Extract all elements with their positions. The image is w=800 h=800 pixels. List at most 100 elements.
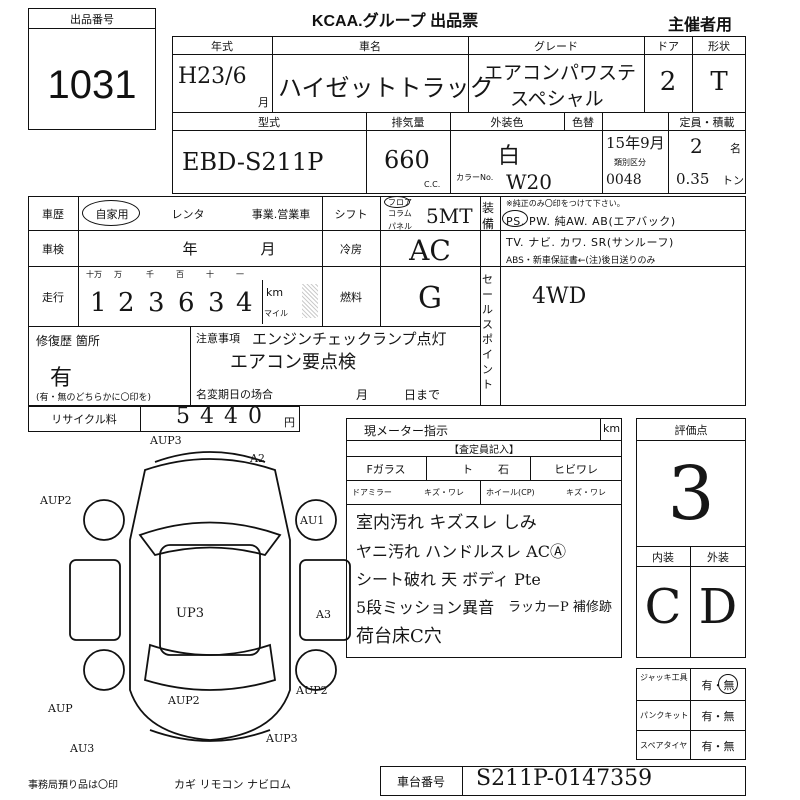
history-grid [28,196,746,406]
color-value: 白 [498,144,521,169]
capacity-value: 2 [690,134,703,158]
shift-opt-panel[interactable]: パネル [388,222,412,231]
inspector-note: ヤニ汚れ ハンドルスレ ACⒶ [356,542,566,561]
ac-value: AC [409,233,451,267]
year-label: 年式 [211,39,233,53]
capacity-unit: 名 [730,142,741,155]
digit-label-100: 百 [176,270,184,279]
wheel-rear-left [83,649,125,691]
model-label: 型式 [258,115,280,129]
car-windshield [138,521,282,557]
notice-label: 注意事項 [196,332,240,345]
lot-number: 1031 [47,62,137,107]
mirror-opts: キズ・ワレ [424,488,464,497]
spare-label: スペアタイヤ [640,741,688,750]
mileage-digit: 4 [236,288,253,318]
equipment-line3: ABS・新車保証書←(注)後日送りのみ [506,256,656,266]
inspector-section-label: 【査定員記入】 [449,445,519,456]
recycle-unit: 円 [284,416,295,429]
mileage-digit: 6 [178,288,195,318]
mileage-digit-labels: 十万 万 千 百 十 一 [82,269,262,281]
car-rear-window [144,643,276,691]
inspector-note: 5段ミッション異音 [356,598,495,617]
grade-label: グレード [534,39,578,53]
wheel-label: ホイール(CP) [486,488,535,497]
digit-label-10k: 万 [114,270,122,279]
disp-label: 排気量 [391,115,425,129]
repair-label: 修復歴 箇所 [36,334,100,348]
meter-label: 現メーター指示 [364,424,449,438]
shift-value: 5MT [426,204,473,228]
diagram-mark: AUP2 [296,684,328,697]
inspection-label: 車検 [42,242,64,256]
recycle-value: 5440 [176,404,272,429]
doors-value: 2 [659,67,677,97]
inspector-note: 室内汚れ キズスレ しみ [356,513,537,533]
spare-opts[interactable]: 有・無 [701,739,735,753]
puncture-label: パンクキット [640,711,689,720]
rear-bumper [149,729,271,742]
wheel-front-right [295,499,337,541]
equipment-line1: PS. PW. 純AW. AB(エアバック) [506,215,676,228]
car-roof [159,544,261,656]
wheel-opts: キズ・ワレ [566,488,606,497]
deadline-month: 月 [356,388,369,402]
load-value: 0.35 [676,170,710,188]
color-label: 外装色 [490,115,524,129]
inspector-note: 荷台床C穴 [356,626,442,647]
shape-value: T [710,67,728,97]
score-value: 3 [667,451,715,537]
history-opt-business[interactable]: 事業.営業車 [251,207,311,221]
tools-box [636,668,746,760]
digit-label-100k: 十万 [86,270,102,279]
history-opt-rental[interactable]: レンタ [171,207,205,221]
score-box [636,418,746,658]
mileage-digit: 2 [118,288,135,318]
jack-label: ジャッキ工具 [640,673,688,682]
repair-value: 有 [50,366,73,391]
year-value: H23/6 [178,64,247,89]
car-label: 車名 [359,39,381,53]
unit-box [302,284,318,318]
digit-label-1k: 千 [146,270,154,279]
wheel-rear-right [295,649,337,691]
equipment-label: 装備 [482,201,495,231]
inspection-year: 年 [182,240,198,258]
interior-value: C [644,579,682,635]
vehicle-grid [172,36,746,194]
puncture-opts[interactable]: 有・無 [701,709,735,723]
office-label: 事務局預り品は〇印 [28,780,118,791]
diagram-mark: AU3 [70,742,95,755]
deadline-day: 日まで [404,388,441,402]
mileage-digit: 3 [148,288,165,318]
color-no-label: カラーNo. [456,173,494,182]
diagram-mark: AU1 [300,514,325,527]
grade-line2: スペシャル [510,88,604,110]
unit-mile: マイル [264,309,288,318]
doors-label: ドア [657,39,679,53]
diagram-mark: AUP3 [266,732,298,745]
jack-circle-mark [718,674,738,694]
equipment-note: ※純正のみ〇印をつけて下さい。 [506,199,625,208]
form-title: KCAA.グループ 出品票 [311,13,479,30]
inspector-note: シート破れ 天 ボディ Pte [356,570,541,589]
color-change-label: 色替 [572,115,594,129]
lot-box [28,8,156,130]
shift-opt-column[interactable]: コラム [388,209,412,218]
load-unit: トン [722,174,744,187]
deadline-label: 名変期日の场合 [196,388,273,401]
mirror-label: ドアミラー [352,488,392,497]
side-right [299,559,351,641]
diagram-mark: AUP3 [150,434,182,447]
organizer-label: 主催者用 [667,15,732,34]
fuel-label: 燃料 [340,290,362,304]
mileage-label: 走行 [42,290,64,304]
notice-line2: エアコン要点検 [230,352,356,373]
chassis-label: 車台番号 [396,774,445,789]
ac-label: 冷房 [340,242,362,256]
side-left [69,559,121,641]
recycle-label: リサイクル料 [51,413,117,426]
exterior-label: 外装 [707,550,729,564]
glass-opt-stone: 石 [498,463,509,476]
interior-label: 内装 [652,550,674,564]
